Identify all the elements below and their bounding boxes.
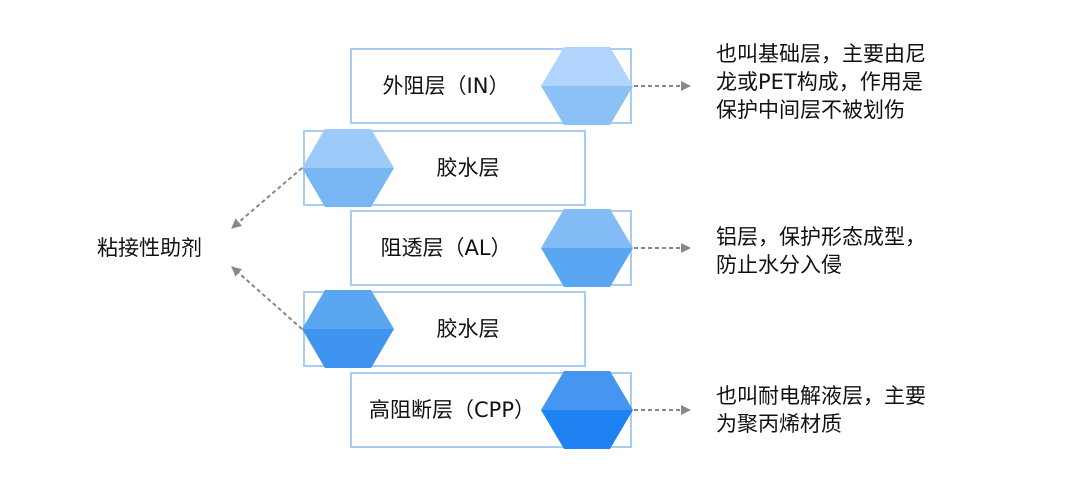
layer-label-glue-1: 胶水层	[436, 156, 500, 180]
description-high-barrier-cpp: 也叫耐电解液层，主要 为聚丙烯材质	[716, 382, 926, 438]
layer-label-barrier-al: 阻透层（AL）	[380, 236, 512, 260]
description-barrier-al: 铝层，保护形态成型， 防止水分入侵	[716, 223, 926, 279]
layer-label-high-barrier-cpp: 高阻断层（CPP）	[369, 398, 535, 422]
hexagon-glue-1	[302, 129, 394, 207]
description-line: 铝层，保护形态成型，	[716, 225, 926, 249]
description-line: 防止水分入侵	[716, 253, 842, 277]
description-line: 保护中间层不被划伤	[716, 98, 905, 122]
description-line: 为聚丙烯材质	[716, 412, 842, 436]
description-line: 也叫耐电解液层，主要	[716, 384, 926, 408]
layer-label-glue-2: 胶水层	[436, 317, 500, 341]
description-outer-barrier: 也叫基础层，主要由尼 龙或PET构成，作用是 保护中间层不被划伤	[716, 40, 926, 124]
hexagon-glue-2	[302, 290, 394, 368]
arrow-glue-2-to-adhesive	[231, 266, 303, 330]
description-line: 龙或PET构成，作用是	[716, 70, 923, 94]
hexagon-barrier-al	[541, 209, 633, 287]
layer-label-outer-barrier: 外阻层（IN）	[382, 74, 510, 98]
arrow-glue-1-to-adhesive	[231, 167, 303, 229]
description-line: 也叫基础层，主要由尼	[716, 42, 926, 66]
hexagon-high-barrier-cpp	[541, 371, 633, 449]
hexagon-outer-barrier	[541, 47, 633, 125]
adhesive-label: 粘接性助剂	[97, 236, 202, 260]
